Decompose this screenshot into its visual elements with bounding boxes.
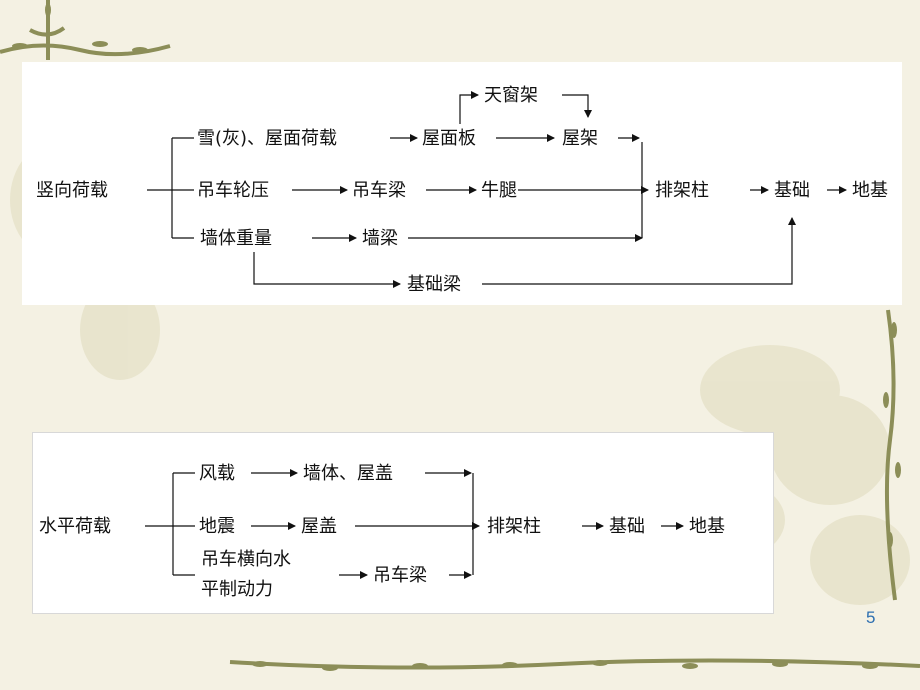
node-wall-beam: 墙梁 [362, 228, 398, 249]
node-skylight-frame: 天窗架 [484, 85, 538, 106]
vine-right-leaves [883, 322, 901, 548]
node-roof-panel: 屋面板 [422, 128, 476, 149]
node-wall-weight: 墙体重量 [200, 228, 272, 249]
node-bent-column: 排架柱 [655, 180, 709, 201]
horizontal-load-diagram: 水平荷载 风载 墙体、屋盖 地震 屋盖 吊车横向水 平制动力 吊车梁 排架柱 基… [39, 463, 725, 600]
node-foundation-beam: 基础梁 [407, 274, 461, 295]
node-crane-beam: 吊车梁 [373, 565, 427, 586]
vine-bottom-leaves [252, 660, 878, 671]
node-subgrade: 地基 [852, 180, 888, 201]
edge-wall-foundationbeam [253, 252, 401, 288]
node-crane-lateral-force-line2: 平制动力 [201, 579, 273, 600]
node-horizontal-load: 水平荷载 [39, 516, 111, 537]
node-snow-roof-load: 雪(灰)、屋面荷载 [197, 128, 337, 149]
node-crane-lateral-force-line1: 吊车横向水 [201, 549, 291, 570]
node-corbel: 牛腿 [481, 180, 517, 201]
node-vertical-load: 竖向荷载 [36, 180, 108, 201]
node-wall-roof: 墙体、屋盖 [303, 463, 393, 484]
node-roof-truss: 屋架 [562, 128, 598, 149]
edge-skylight-truss [562, 94, 592, 118]
edge-roofpanel-skylight [459, 91, 479, 124]
edge-foundationbeam-foundation [482, 217, 796, 285]
node-crane-beam: 吊车梁 [352, 180, 406, 201]
node-bent-column: 排架柱 [487, 516, 541, 537]
node-wind-load: 风载 [199, 463, 235, 484]
node-crane-wheel-pressure: 吊车轮压 [197, 180, 269, 201]
horizontal-load-panel: 水平荷载 风载 墙体、屋盖 地震 屋盖 吊车横向水 平制动力 吊车梁 排架柱 基… [32, 432, 774, 614]
node-earthquake: 地震 [199, 516, 235, 537]
page-number: 5 [866, 608, 876, 627]
node-foundation: 基础 [774, 180, 810, 201]
vine-top-left-leaves [12, 3, 148, 53]
vertical-load-diagram: 竖向荷载 雪(灰)、屋面荷载 屋面板 天窗架 屋架 吊车轮压 吊车梁 牛腿 墙体… [36, 85, 888, 295]
node-foundation: 基础 [609, 516, 645, 537]
vertical-load-panel: 竖向荷载 雪(灰)、屋面荷载 屋面板 天窗架 屋架 吊车轮压 吊车梁 牛腿 墙体… [22, 62, 902, 305]
node-subgrade: 地基 [689, 516, 725, 537]
node-roof-cover: 屋盖 [301, 516, 337, 537]
